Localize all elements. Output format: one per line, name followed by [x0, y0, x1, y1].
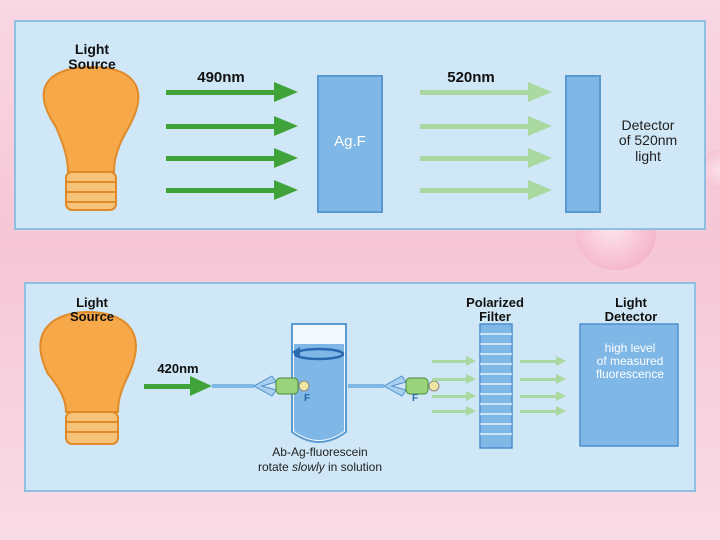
light-source-label: Light Source	[68, 41, 116, 72]
caption-line-2-pre: rotate	[257, 460, 292, 474]
antibody-complex-left	[212, 375, 310, 397]
fluorescein-tag-left: F	[303, 393, 311, 404]
reagent-label: Ag.F	[334, 133, 366, 150]
excitation-wavelength-label: 420nm	[157, 361, 199, 376]
rotation-arrow-icon	[293, 347, 345, 361]
detector-label: Detector of 520nm light	[618, 117, 678, 164]
direct-fluorescence-panel: Light Source 490nm 520nm Ag.F Detector o…	[14, 20, 706, 230]
emission-arrows-to-detector	[520, 356, 566, 416]
detector-result-text: high level of measured fluorescence	[595, 341, 665, 382]
sample-block	[317, 75, 383, 213]
fluorescein-tag-right: F	[411, 393, 419, 404]
panel1-diagram	[42, 65, 601, 213]
caption-line-1: Ab-Ag-fluorescein	[272, 445, 368, 459]
excitation-wavelength-label: 490nm	[197, 69, 245, 86]
caption-line-2-post: in solution	[324, 460, 383, 474]
emission-arrows	[420, 82, 552, 200]
antibody-complex-right	[348, 375, 440, 397]
polarized-filter	[479, 323, 513, 449]
emission-arrows-to-filter	[432, 356, 476, 416]
light-detector-box	[579, 323, 679, 447]
caption-line-2-emphasis: slowly	[291, 460, 325, 474]
polarized-filter-label: Polarized Filter	[466, 295, 524, 324]
light-bulb-icon	[39, 310, 137, 445]
test-tube	[291, 323, 347, 443]
fluorescence-polarization-panel: Light Source 420nm Polarized Filter Ligh…	[24, 282, 696, 492]
excitation-arrows	[166, 82, 298, 200]
rotation-arrowhead	[292, 347, 300, 357]
excitation-arrow	[144, 376, 212, 396]
detector-plate	[565, 75, 601, 213]
light-detector-label: Light Detector	[604, 295, 658, 324]
panel2-diagram	[39, 310, 679, 449]
emission-wavelength-label: 520nm	[447, 69, 495, 86]
light-bulb-icon	[42, 65, 140, 211]
light-source-label: Light Source	[69, 295, 115, 324]
caption-line-2: rotate slowly in solution	[220, 460, 420, 474]
